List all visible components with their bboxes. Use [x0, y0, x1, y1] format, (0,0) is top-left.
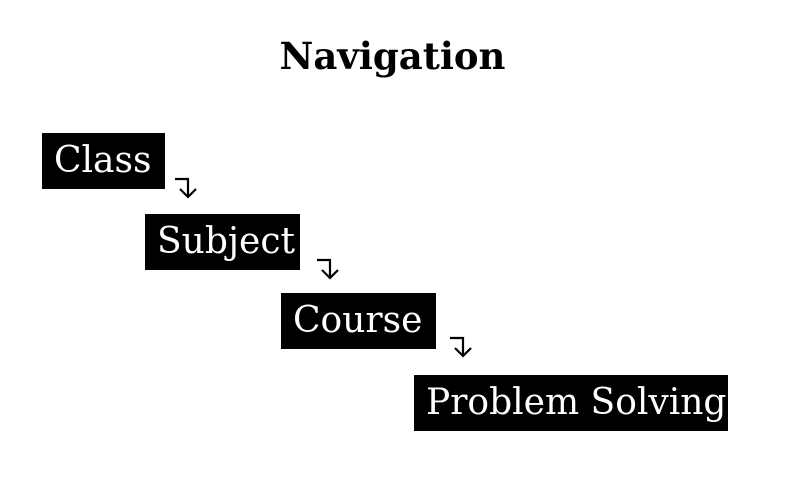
- turn-down-arrow-icon: [315, 256, 349, 282]
- step-problem-solving: Problem Solving: [414, 375, 728, 431]
- diagram-title: Navigation: [279, 34, 506, 78]
- turn-down-arrow-icon: [448, 334, 482, 360]
- step-class: Class: [42, 133, 165, 189]
- turn-down-arrow-icon: [173, 175, 207, 201]
- step-course: Course: [281, 293, 436, 349]
- step-subject: Subject: [145, 214, 300, 270]
